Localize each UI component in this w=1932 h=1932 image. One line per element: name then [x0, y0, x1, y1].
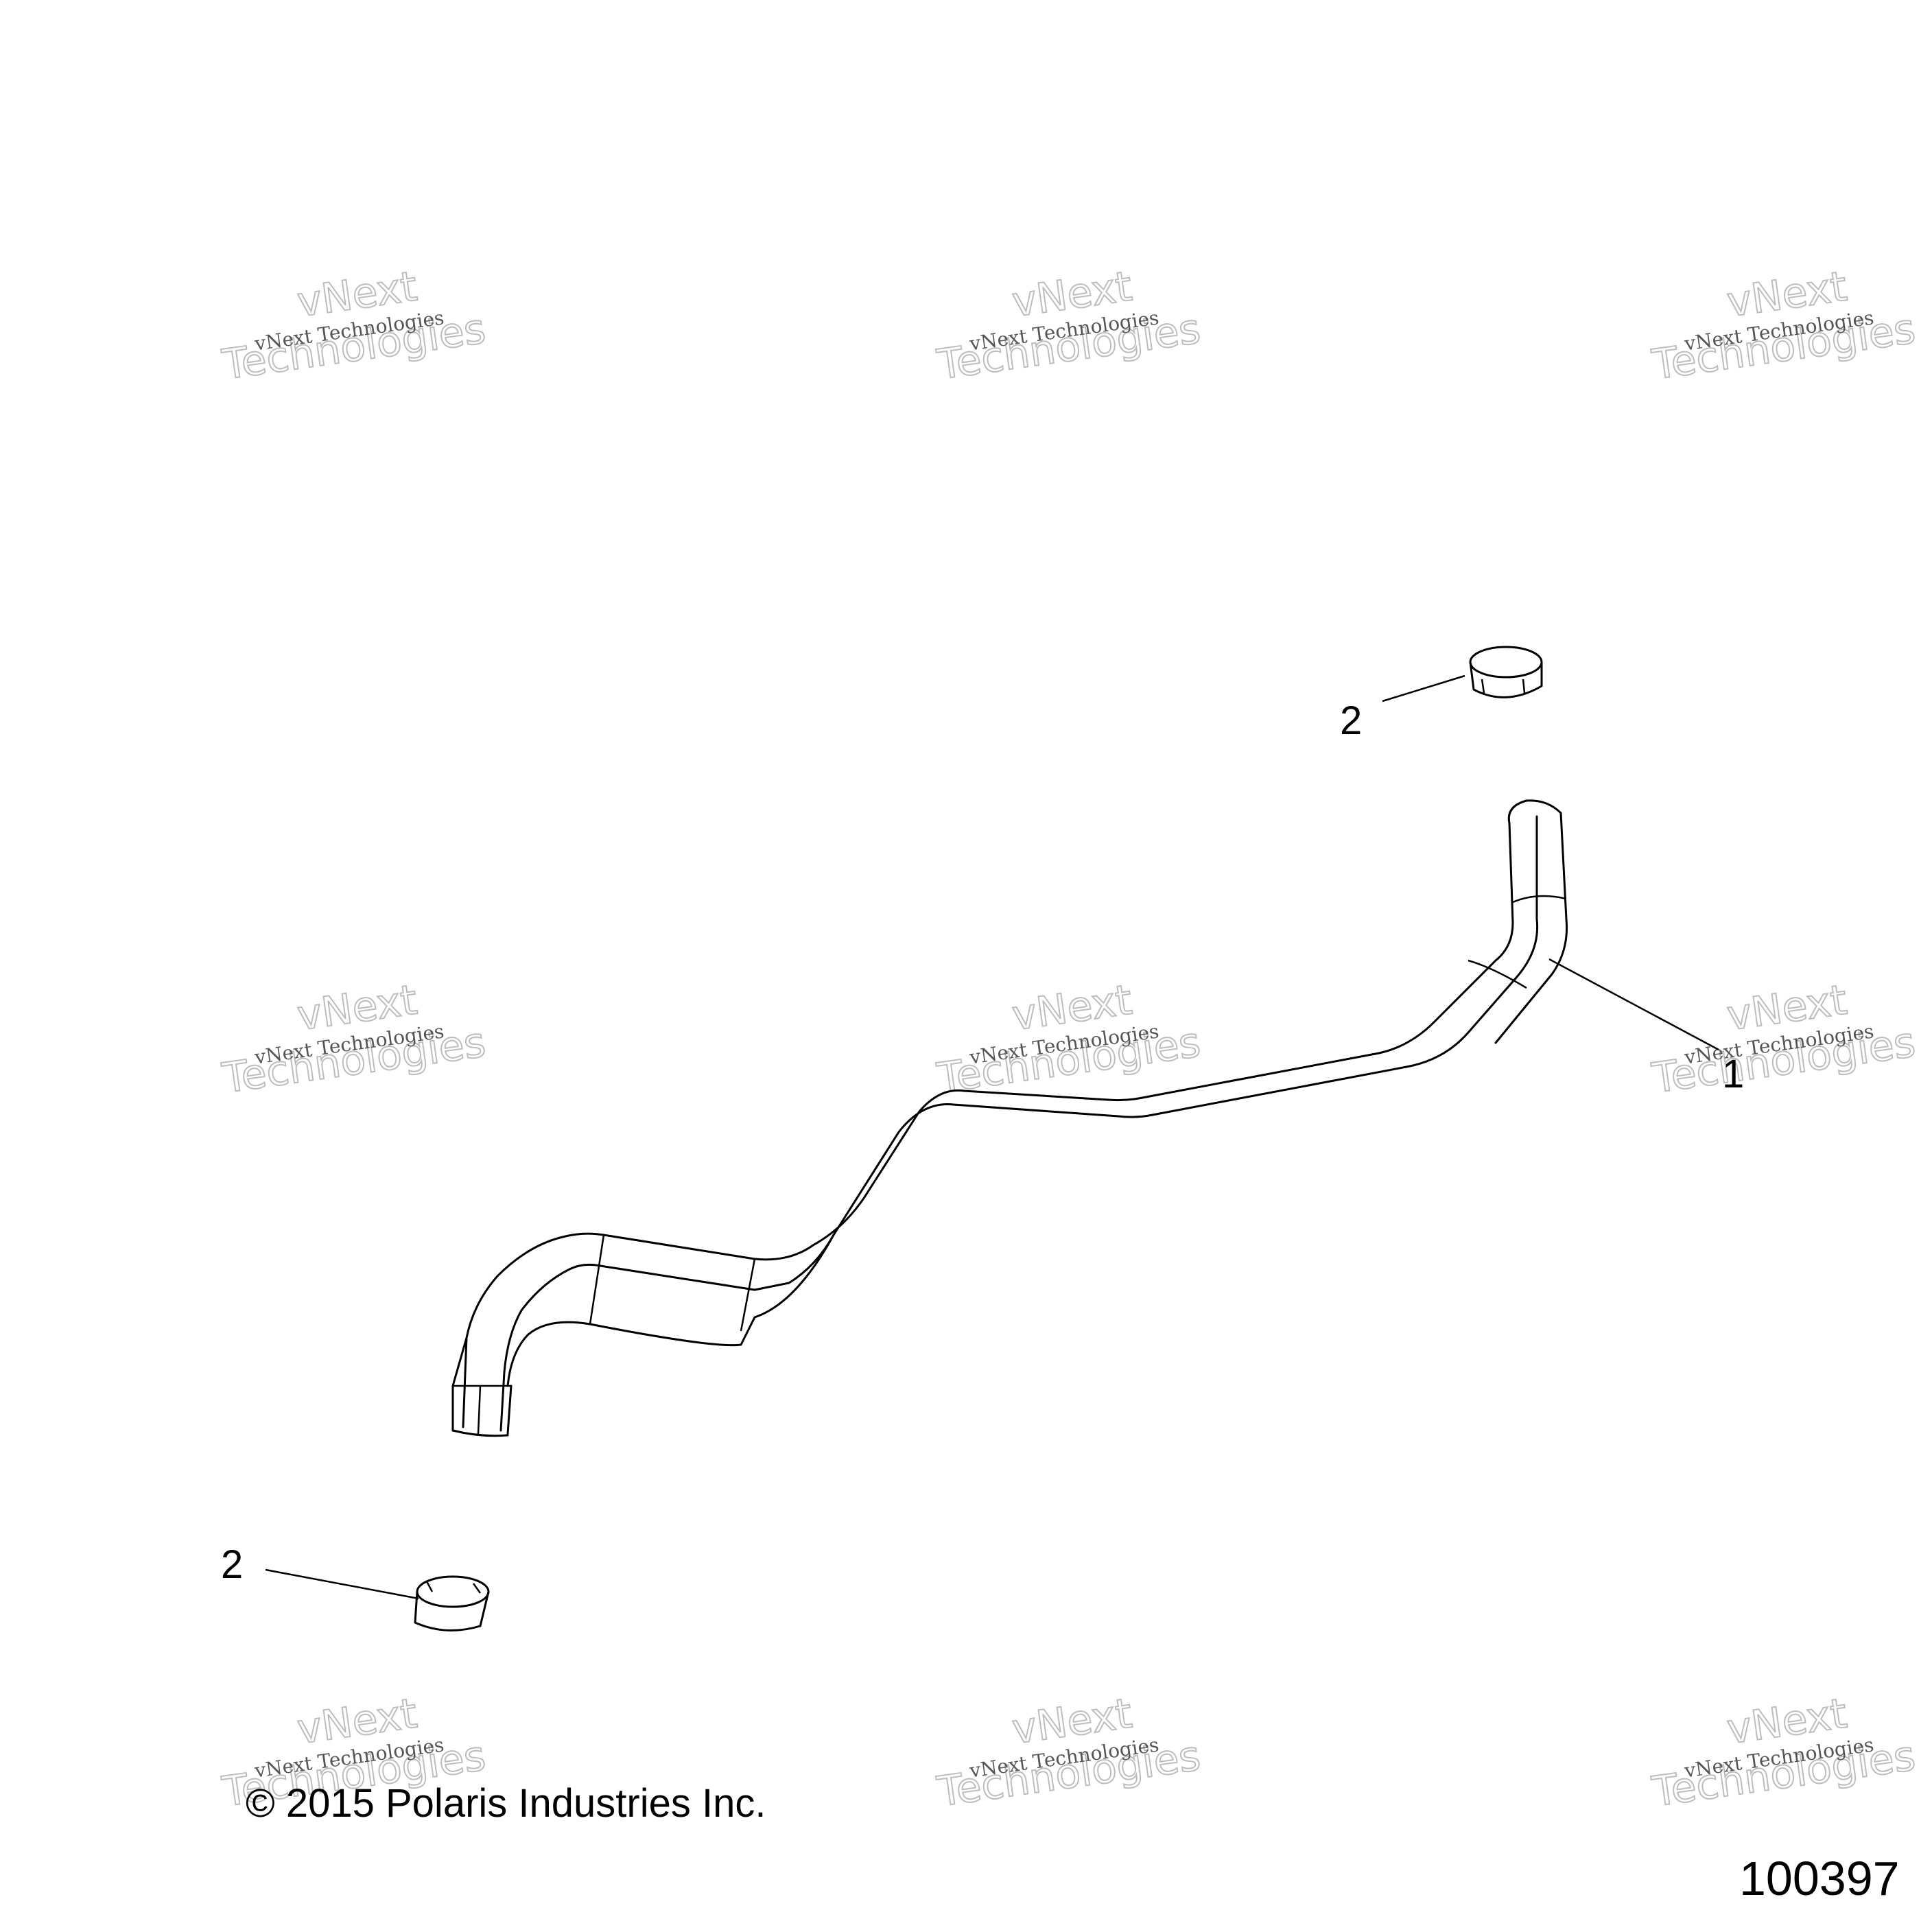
figure-number: 100397 [1739, 1852, 1900, 1905]
callout-2-top: 2 [1340, 698, 1362, 743]
hose-part [451, 799, 1568, 1437]
clamp-bottom-part [414, 1575, 490, 1631]
leader-line-1 [1548, 958, 1719, 1051]
clamp-top-part [1469, 646, 1543, 698]
copyright-text: © 2015 Polaris Industries Inc. [246, 1781, 766, 1826]
callout-1: 1 [1722, 1052, 1744, 1096]
callout-2-bottom: 2 [221, 1542, 243, 1587]
leader-line-2-top [1382, 674, 1465, 703]
leader-line-2-bottom [265, 1568, 419, 1600]
